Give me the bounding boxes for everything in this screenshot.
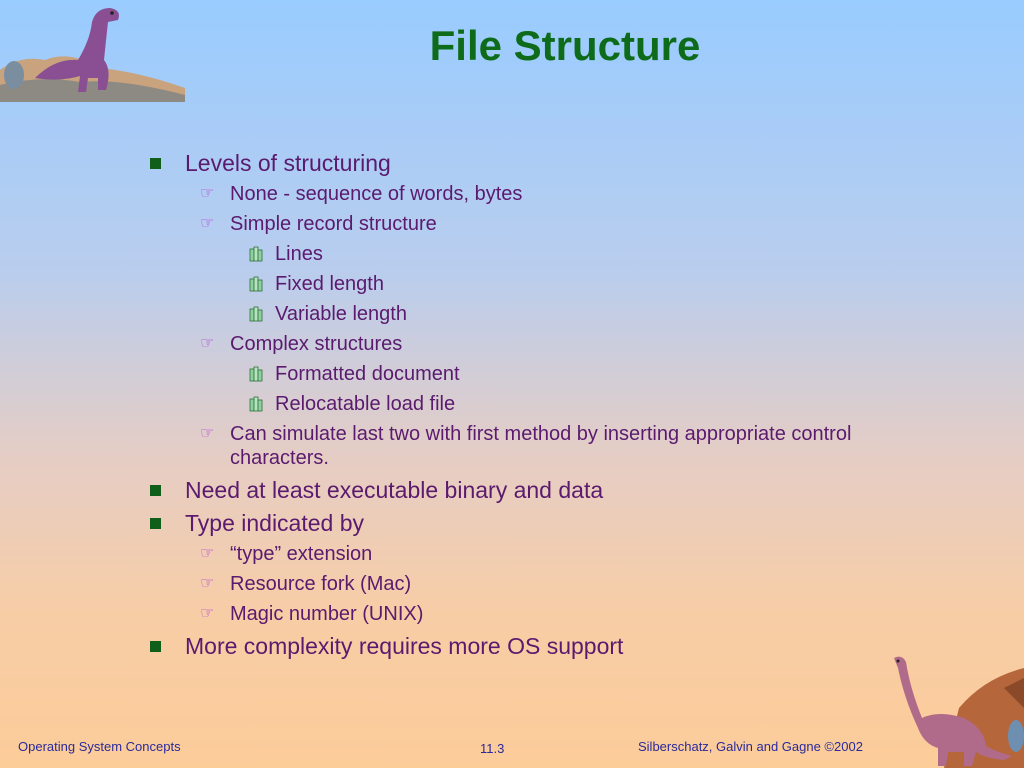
- bullet-item: More complexity requires more OS support: [148, 632, 888, 660]
- books-icon: [249, 246, 263, 262]
- bullet-text: Fixed length: [275, 273, 384, 295]
- sub-bullet-item: ☞ Complex structures: [148, 332, 888, 356]
- sub-sub-bullet-item: Relocatable load file: [148, 392, 888, 416]
- sub-sub-bullet-item: Variable length: [148, 302, 888, 326]
- sub-bullet-item: ☞ None - sequence of words, bytes: [148, 182, 888, 206]
- bullet-text: Variable length: [275, 303, 407, 325]
- bullet-text: Complex structures: [230, 333, 403, 355]
- pointing-hand-icon: ☞: [200, 425, 215, 442]
- bullet-text: Can simulate last two with first method …: [230, 423, 852, 469]
- square-bullet-icon: [150, 518, 161, 529]
- bullet-text: Type indicated by: [185, 510, 365, 536]
- square-bullet-icon: [150, 485, 161, 496]
- dinosaur-icon: [0, 8, 185, 102]
- bullet-text: “type” extension: [230, 543, 373, 565]
- pointing-hand-icon: ☞: [200, 335, 215, 352]
- bullet-text: Lines: [275, 243, 323, 265]
- square-bullet-icon: [150, 641, 161, 652]
- bullet-text: More complexity requires more OS support: [185, 633, 624, 659]
- sub-sub-bullet-item: Lines: [148, 242, 888, 266]
- bullet-text: Levels of structuring: [185, 150, 391, 176]
- bullet-item: Need at least executable binary and data: [148, 476, 888, 504]
- books-icon: [249, 276, 263, 292]
- sub-bullet-item: ☞ Can simulate last two with first method…: [148, 422, 888, 470]
- brontosaurus-icon: [894, 656, 1024, 768]
- bullet-text: Relocatable load file: [275, 393, 456, 415]
- square-bullet-icon: [150, 158, 161, 169]
- books-icon: [249, 306, 263, 322]
- sub-bullet-item: ☞ Resource fork (Mac): [148, 572, 888, 596]
- pointing-hand-icon: ☞: [200, 215, 215, 232]
- bullet-text: Simple record structure: [230, 213, 437, 235]
- pointing-hand-icon: ☞: [200, 605, 215, 622]
- bullet-text: Formatted document: [275, 363, 460, 385]
- bullet-outline: Levels of structuring ☞ None - sequence o…: [148, 145, 888, 665]
- slide-title: File Structure: [429, 22, 701, 69]
- books-icon: [249, 396, 263, 412]
- sub-bullet-item: ☞ “type” extension: [148, 542, 888, 566]
- bullet-text: Need at least executable binary and data: [185, 477, 604, 503]
- sub-sub-bullet-item: Formatted document: [148, 362, 888, 386]
- sub-bullet-item: ☞ Magic number (UNIX): [148, 602, 888, 626]
- pointing-hand-icon: ☞: [200, 575, 215, 592]
- pointing-hand-icon: ☞: [200, 185, 215, 202]
- sub-sub-bullet-item: Fixed length: [148, 272, 888, 296]
- pointing-hand-icon: ☞: [200, 545, 215, 562]
- bullet-text: Resource fork (Mac): [230, 573, 412, 595]
- sub-bullet-item: ☞ Simple record structure: [148, 212, 888, 236]
- books-icon: [249, 366, 263, 382]
- footer-page-number: 11.3: [480, 741, 505, 756]
- bullet-item: Type indicated by: [148, 509, 888, 537]
- bullet-text: Magic number (UNIX): [230, 603, 424, 625]
- bullet-text: None - sequence of words, bytes: [230, 183, 523, 205]
- bullet-item: Levels of structuring: [148, 149, 888, 177]
- footer-course-title: Operating System Concepts: [18, 739, 181, 754]
- footer-copyright: Silberschatz, Galvin and Gagne ©2002: [638, 739, 863, 754]
